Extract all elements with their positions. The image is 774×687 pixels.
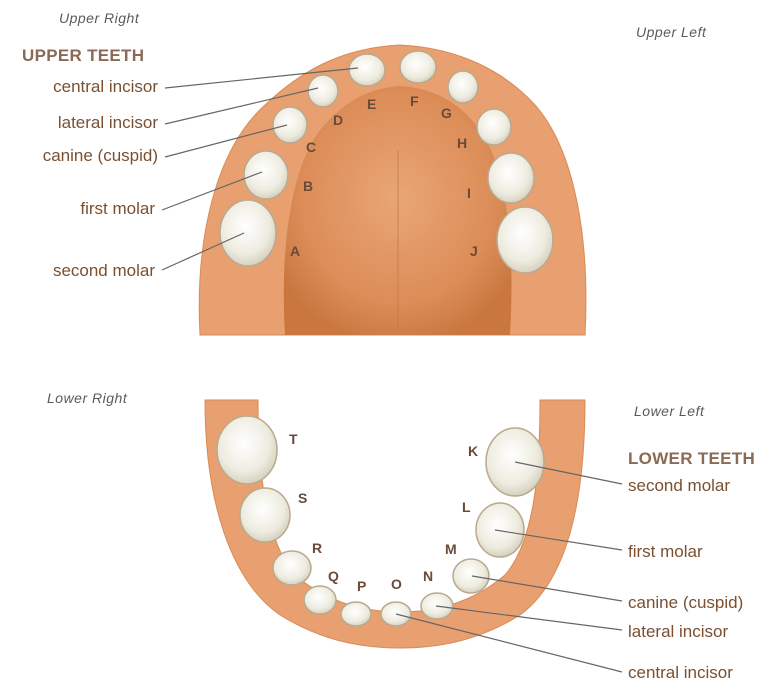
tooth-lower-l [476,503,524,557]
tooth-upper-d [308,75,338,107]
tooth-lower-m [453,559,489,593]
upper-letter-g: G [441,105,452,121]
lower-teeth-heading: LOWER TEETH [628,449,755,469]
upper-label-second-molar: second molar [53,261,155,281]
tooth-upper-f [400,51,436,83]
lower-label-second-molar: second molar [628,476,730,496]
lower-label-central-incisor: central incisor [628,663,733,683]
tooth-upper-e [349,54,385,86]
tooth-upper-g [448,71,478,103]
quadrant-lower-left: Lower Left [634,403,704,419]
tooth-lower-r [273,551,311,585]
tooth-upper-c [273,107,307,143]
tooth-upper-j [497,207,553,273]
lower-letter-r: R [312,540,322,556]
tooth-lower-p [341,602,371,626]
upper-letter-e: E [367,96,376,112]
lower-letter-t: T [289,431,298,447]
lower-letter-n: N [423,568,433,584]
tooth-lower-q [304,586,336,614]
lower-letter-p: P [357,578,366,594]
upper-letter-f: F [410,93,419,109]
tooth-upper-h [477,109,511,145]
quadrant-upper-left: Upper Left [636,24,706,40]
lower-label-first-molar: first molar [628,542,703,562]
quadrant-lower-right: Lower Right [47,390,127,406]
upper-label-canine: canine (cuspid) [43,146,158,166]
tooth-lower-t [217,416,277,484]
lower-letter-l: L [462,499,471,515]
lower-letter-o: O [391,576,402,592]
lower-arch [205,400,622,672]
tooth-upper-b [244,151,288,199]
lower-letter-q: Q [328,568,339,584]
upper-letter-i: I [467,185,471,201]
upper-letter-a: A [290,243,300,259]
lower-label-lateral-incisor: lateral incisor [628,622,728,642]
upper-label-lateral-incisor: lateral incisor [58,113,158,133]
upper-letter-j: J [470,243,478,259]
quadrant-upper-right: Upper Right [59,10,139,26]
upper-letter-d: D [333,112,343,128]
upper-letter-c: C [306,139,316,155]
upper-arch [162,45,586,335]
lower-letter-s: S [298,490,307,506]
upper-letter-b: B [303,178,313,194]
tooth-lower-s [240,488,290,542]
lower-letter-k: K [468,443,478,459]
upper-label-first-molar: first molar [80,199,155,219]
upper-letter-h: H [457,135,467,151]
upper-label-central-incisor: central incisor [53,77,158,97]
upper-teeth-heading: UPPER TEETH [22,46,144,66]
lower-label-canine: canine (cuspid) [628,593,743,613]
tooth-upper-i [488,153,534,203]
lower-letter-m: M [445,541,457,557]
tooth-upper-a [220,200,276,266]
